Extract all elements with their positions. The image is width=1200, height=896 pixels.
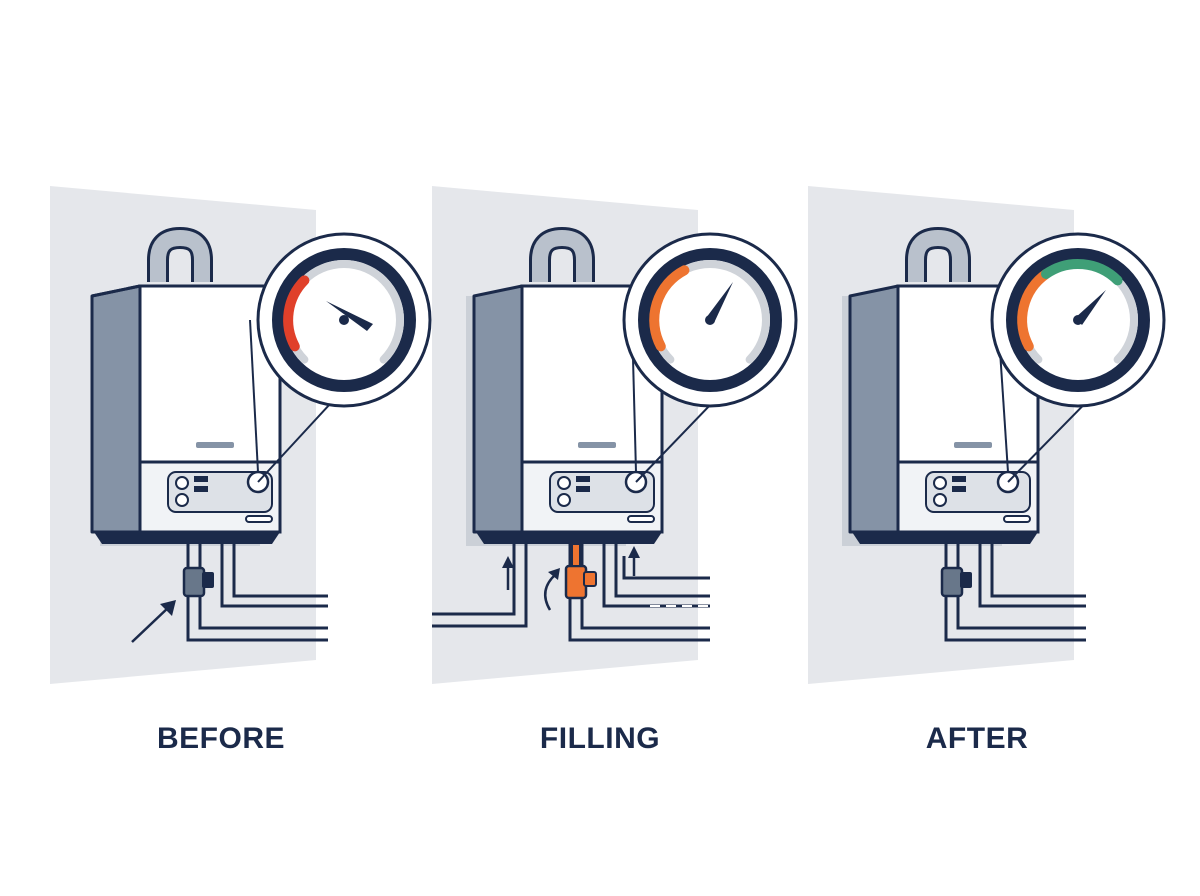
stage-label-filling: FILLING bbox=[539, 722, 661, 755]
valve-turn-arrow bbox=[543, 568, 560, 611]
inlet-flow-arrow bbox=[502, 556, 514, 590]
stage-after-panel bbox=[794, 170, 1184, 710]
boiler-side bbox=[472, 284, 524, 534]
boiler-side bbox=[90, 284, 142, 534]
outlet-flow-arrow bbox=[628, 546, 640, 576]
valve-pointer-arrow bbox=[131, 600, 176, 643]
boiler-filling-illustration bbox=[432, 186, 798, 684]
pressure-gauge-magnified bbox=[990, 232, 1166, 408]
stage-label-before: BEFORE bbox=[156, 722, 285, 755]
pressure-gauge-magnified bbox=[622, 232, 798, 408]
pressure-gauge-magnified bbox=[256, 232, 432, 408]
filling-valve-closed bbox=[940, 566, 972, 598]
filling-valve-closed bbox=[182, 566, 214, 598]
stage-filling-panel bbox=[418, 170, 808, 710]
stage-before-panel bbox=[36, 170, 432, 710]
stage-label-after: AFTER bbox=[925, 722, 1029, 755]
boiler-side bbox=[848, 284, 900, 534]
boiler-after-illustration bbox=[808, 186, 1166, 684]
boiler-before-illustration bbox=[50, 186, 432, 684]
filling-valve-open bbox=[564, 543, 597, 600]
